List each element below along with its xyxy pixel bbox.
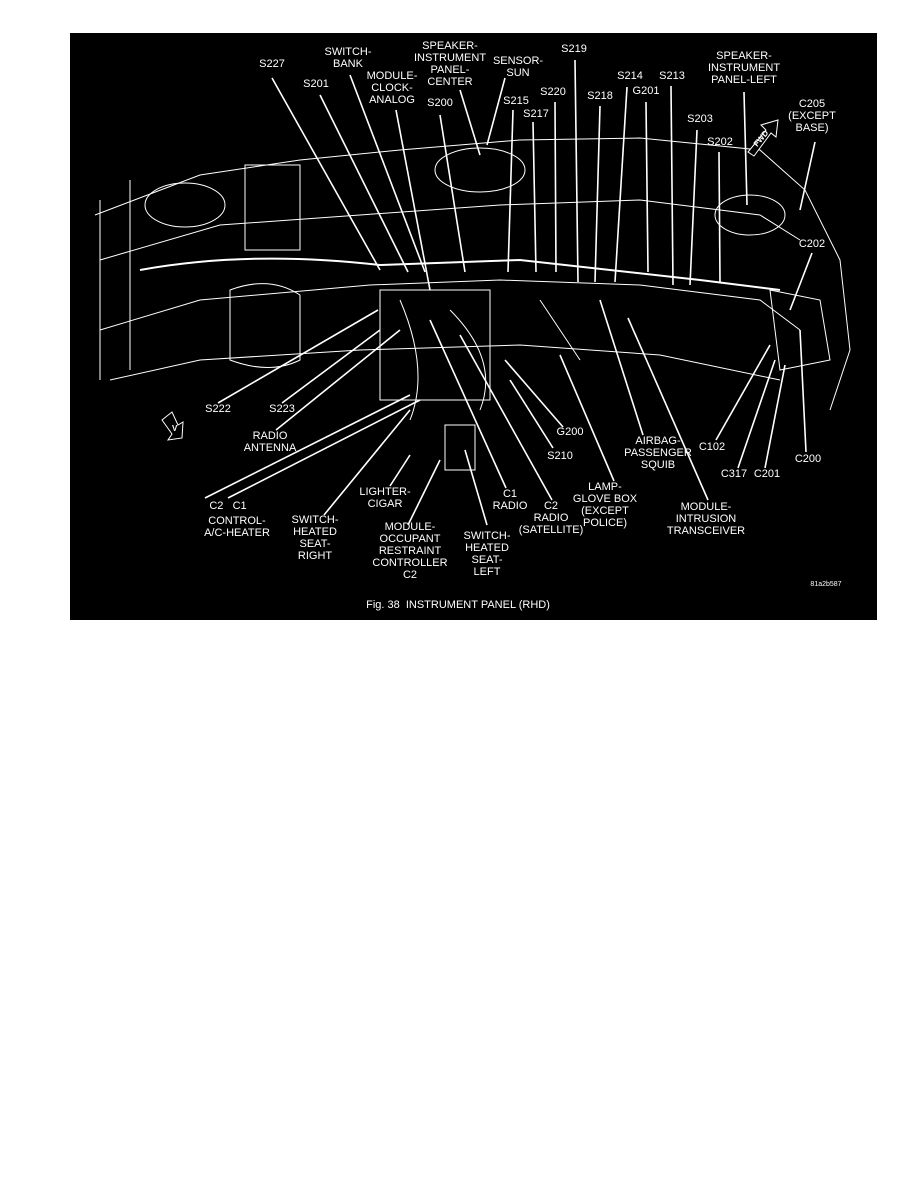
callout-label: MODULE- CLOCK- ANALOG bbox=[366, 70, 418, 106]
callout-label: S210 bbox=[547, 450, 573, 462]
callout-label: C2 C1 bbox=[209, 500, 247, 512]
callout-label: S203 bbox=[687, 113, 713, 125]
callout-label: SWITCH- HEATED SEAT- RIGHT bbox=[291, 514, 339, 562]
callout-label: S200 bbox=[427, 97, 453, 109]
callout-label: C2 RADIO (SATELLITE) bbox=[518, 500, 584, 536]
callout-label: C1 RADIO bbox=[492, 488, 528, 512]
callout-label: SWITCH- BANK bbox=[324, 46, 372, 70]
callout-label: AIRBAG- PASSENGER SQUIB bbox=[624, 435, 692, 471]
callout-label: C201 bbox=[753, 468, 781, 480]
callout-label: S213 bbox=[659, 70, 685, 82]
figure-code: 81a2b587 bbox=[810, 581, 842, 588]
callout-label: SWITCH- HEATED SEAT- LEFT bbox=[463, 530, 511, 578]
leader-lines bbox=[204, 59, 816, 526]
down-arrow-icon bbox=[161, 411, 184, 441]
callout-label: SPEAKER- INSTRUMENT PANEL- CENTER bbox=[413, 40, 487, 88]
callout-label: S222 bbox=[205, 403, 231, 415]
callout-label: CONTROL- A/C-HEATER bbox=[204, 515, 270, 539]
callout-label: S217 bbox=[523, 108, 549, 120]
callout-label: LAMP- GLOVE BOX (EXCEPT POLICE) bbox=[572, 481, 638, 529]
callout-label: G201 bbox=[632, 85, 660, 97]
callout-label: C205 (EXCEPT BASE) bbox=[788, 98, 836, 134]
callout-label: RADIO ANTENNA bbox=[243, 430, 297, 454]
callout-label: MODULE- INTRUSION TRANSCEIVER bbox=[666, 501, 746, 537]
callout-label: SPEAKER- INSTRUMENT PANEL-LEFT bbox=[707, 50, 781, 86]
figure-caption: Fig. 38 INSTRUMENT PANEL (RHD) bbox=[366, 599, 550, 611]
callout-label: C102 bbox=[698, 441, 726, 453]
callout-label: S218 bbox=[587, 90, 613, 102]
callout-label: C200 bbox=[794, 453, 822, 465]
callout-label: S214 bbox=[617, 70, 643, 82]
callout-label: C202 bbox=[798, 238, 826, 250]
callout-label: S220 bbox=[540, 86, 566, 98]
v-arrow-label: V bbox=[172, 424, 178, 433]
callout-label: MODULE- OCCUPANT RESTRAINT CONTROLLER C2 bbox=[372, 521, 448, 581]
callout-label: G200 bbox=[556, 426, 584, 438]
callout-label: C317 bbox=[720, 468, 748, 480]
callout-label: S215 bbox=[503, 95, 529, 107]
callout-label: S202 bbox=[707, 136, 733, 148]
callout-label: S223 bbox=[269, 403, 295, 415]
callout-label: S219 bbox=[561, 43, 587, 55]
callout-label: S201 bbox=[303, 78, 329, 90]
fwd-arrow-icon bbox=[747, 119, 779, 157]
callout-label: SENSOR- SUN bbox=[492, 55, 544, 79]
dashboard-outline bbox=[94, 137, 851, 471]
diagram-panel bbox=[70, 33, 877, 620]
callout-label: LIGHTER- CIGAR bbox=[359, 486, 411, 510]
callout-label: S227 bbox=[259, 58, 285, 70]
